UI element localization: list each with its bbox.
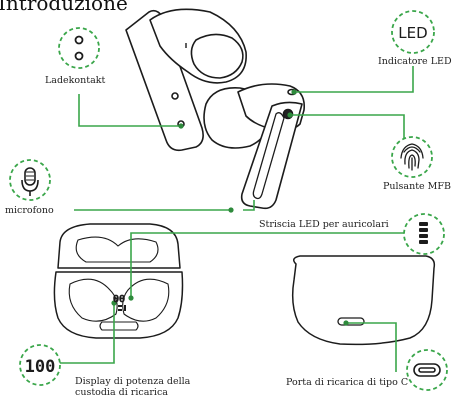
label-microphone: microfono — [5, 205, 54, 216]
case-closed — [291, 255, 436, 346]
earbud-right — [203, 83, 306, 210]
badges — [9, 10, 448, 391]
label-mfb-button: Pulsante MFB — [383, 181, 451, 192]
led-badge — [391, 10, 435, 54]
case-open — [53, 223, 184, 339]
mfb-badge — [391, 136, 433, 178]
page-title: Introduzione — [0, 0, 128, 15]
case-display-text: 00 — [113, 294, 125, 305]
display-icon: 100 — [25, 357, 56, 377]
charge-contact-icon — [74, 35, 84, 61]
label-type-c-port: Porta di ricarica di tipo C — [286, 377, 409, 388]
microphone-icon — [21, 167, 39, 196]
label-power-display-line2: custodia di ricarica — [75, 387, 168, 398]
label-power-display-line1: Display di potenza della — [75, 376, 191, 387]
connector-dots — [111, 89, 349, 326]
display-badge — [19, 344, 61, 386]
label-led-indicator: Indicatore LED — [378, 56, 452, 67]
case-display: 00 — [113, 294, 126, 311]
led-strip-icon — [419, 222, 428, 244]
charge-contact-badge — [58, 27, 100, 69]
type-c-badge — [406, 349, 448, 391]
label-led-strip: Striscia LED per auricolari — [259, 219, 389, 230]
connector-lines — [58, 66, 414, 372]
earbud-left — [125, 8, 247, 152]
label-charge-contact: Ladekontakt — [45, 75, 106, 86]
led-icon: LED — [398, 24, 427, 42]
fingerprint-icon — [400, 143, 424, 171]
usb-c-icon — [413, 363, 441, 377]
